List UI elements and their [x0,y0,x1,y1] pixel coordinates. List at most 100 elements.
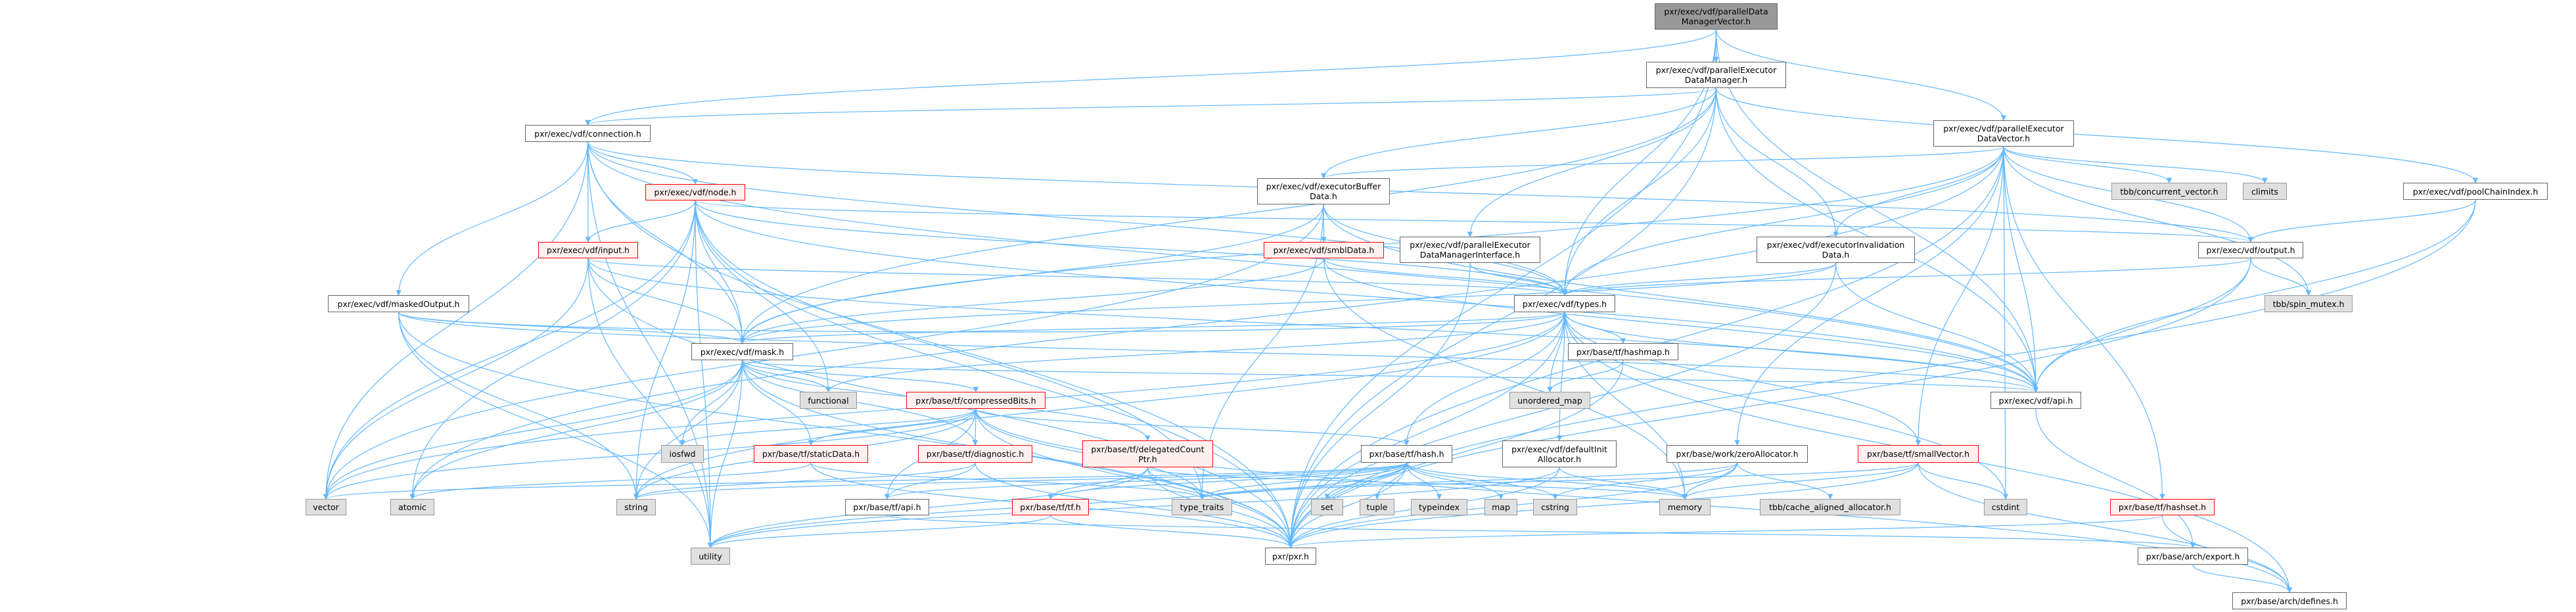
graph-node-masked[interactable]: pxr/exec/vdf/maskedOutput.h [328,295,469,312]
edge-dv-to-types [1561,146,2004,296]
graph-node-vapi[interactable]: pxr/exec/vdf/api.h [1990,392,2081,409]
edge-dv-to-zero [1734,146,2004,446]
graph-node-string: string [616,499,656,515]
edge-hash-to-tfapi [885,462,1408,500]
graph-node-diag[interactable]: pxr/base/tf/diagnostic.h [918,445,1032,463]
edge-diag-to-tfapi [884,462,976,500]
graph-node-pool[interactable]: pxr/exec/vdf/poolChainIndex.h [2403,183,2548,200]
graph-node-atomic: atomic [390,499,434,515]
edge-mask-to-static [741,360,814,446]
edge-hashmap-to-umap [1547,360,1624,392]
edge-dv-to-vapi [2003,146,2039,392]
edge-dm-to-dmi [1467,87,1717,237]
graph-node-hashset[interactable]: pxr/base/tf/hashset.h [2110,499,2215,515]
edge-export-to-defines [2192,564,2293,593]
graph-node-deleg[interactable]: pxr/base/tf/delegatedCount Ptr.h [1082,440,1213,467]
graph-node-dv[interactable]: pxr/exec/vdf/parallelExecutor DataVector… [1933,120,2074,147]
edge-svec-to-defines [1918,462,2293,593]
edge-conn-to-types [587,141,1568,296]
edge-dinit-to-utility [707,467,1560,548]
graph-node-tfapi[interactable]: pxr/base/tf/api.h [845,499,929,515]
edge-dv-to-atomic [409,146,2004,500]
edge-mask-to-iosfwd [679,360,743,446]
edge-ebd-to-vector [323,204,1324,500]
edge-input-to-vapi [587,258,2039,392]
edge-input-to-vector [323,258,589,500]
edge-dm-to-mask [739,87,1717,344]
edge-svec-to-tt [1199,462,1919,500]
edge-deleg-to-memory [1147,467,1688,500]
edge-dm-to-types [1561,87,1717,296]
graph-node-cbits[interactable]: pxr/base/tf/compressedBits.h [906,392,1046,409]
edge-dv-to-cvec [2003,146,2173,183]
edge-masked-to-string [398,312,639,500]
graph-node-mask[interactable]: pxr/exec/vdf/mask.h [691,343,793,360]
edge-node-to-vapi [695,200,2039,392]
edge-mask-to-diag [741,360,978,446]
graph-node-cstring: cstring [1533,499,1577,515]
graph-node-defines[interactable]: pxr/base/arch/defines.h [2232,592,2347,609]
edge-dv-to-spin [2003,146,2312,296]
graph-node-node[interactable]: pxr/exec/vdf/node.h [645,184,745,200]
graph-node-memory: memory [1659,499,1711,515]
edge-node-to-types [695,200,1568,296]
edge-input-to-types [587,258,1567,296]
graph-node-conn[interactable]: pxr/exec/vdf/connection.h [525,125,651,142]
edge-zero-to-cstring [1552,462,1738,500]
graph-node-input[interactable]: pxr/exec/vdf/input.h [538,242,638,258]
edge-hash-to-vector [323,462,1408,500]
edge-dm-to-pool [1715,87,2479,183]
graph-node-static[interactable]: pxr/base/tf/staticData.h [754,445,868,463]
graph-node-ebd[interactable]: pxr/exec/vdf/executorBuffer Data.h [1257,178,1390,204]
edge-dm-to-pxr [1287,87,1717,548]
graph-node-inval[interactable]: pxr/exec/vdf/executorInvalidation Data.h [1757,237,1915,263]
graph-node-typeindex: typeindex [1411,499,1467,515]
edge-pool-to-vapi [2033,199,2476,392]
edge-mask-to-cbits [741,360,979,392]
edge-inval-to-types [1561,262,1837,296]
edge-svec-to-pxr [1287,462,1919,548]
edge-conn-to-vector [323,141,589,500]
graph-node-root[interactable]: pxr/exec/vdf/parallelData ManagerVector.… [1655,3,1778,30]
edge-zero-to-tbbcache [1736,462,1833,500]
graph-node-pxr[interactable]: pxr/pxr.h [1265,548,1316,565]
edge-cbits-to-hash [975,408,1410,446]
edge-hash-to-pxr [1287,462,1408,548]
graph-node-cvec: tbb/concurrent_vector.h [2111,183,2227,200]
graph-node-export[interactable]: pxr/base/arch/export.h [2138,548,2248,565]
edge-mask-to-utility [707,360,743,548]
edge-dv-to-inval [1833,146,2004,237]
graph-node-dmi[interactable]: pxr/exec/vdf/parallelExecutor DataManage… [1400,237,1540,263]
graph-node-map: map [1484,499,1517,515]
edge-node-to-vector [323,200,696,500]
graph-node-climits: climits [2243,183,2287,200]
edge-conn-to-utility [587,141,714,548]
graph-node-tfh[interactable]: pxr/base/tf/tf.h [1012,499,1089,515]
edge-types-to-svec [1564,312,1921,446]
edge-output-to-pxr [1287,258,2251,548]
edge-cbits-to-vector [323,408,977,500]
edge-svec-to-cstdint [1918,462,2009,500]
edge-root-to-conn [585,29,1717,126]
edge-dv-to-ebd [1321,146,2004,179]
edge-dm-to-ebd [1320,87,1717,179]
graph-node-iosfwd: iosfwd [661,445,704,463]
edge-types-to-mask [739,312,1565,344]
graph-node-types[interactable]: pxr/exec/vdf/types.h [1514,295,1615,312]
graph-node-smbl[interactable]: pxr/exec/vdf/smblData.h [1264,242,1384,258]
graph-node-dm[interactable]: pxr/exec/vdf/parallelExecutor DataManage… [1646,62,1786,88]
edge-output-to-vapi [2033,258,2251,392]
graph-node-set: set [1311,499,1343,515]
edge-node-to-mask [695,200,745,344]
graph-node-tuple: tuple [1360,499,1394,515]
graph-node-dinit[interactable]: pxr/exec/vdf/defaultInit Allocator.h [1502,440,1617,467]
graph-node-zero[interactable]: pxr/base/work/zeroAllocator.h [1667,445,1808,463]
edge-conn-to-masked [396,141,589,296]
graph-node-svec[interactable]: pxr/base/tf/smallVector.h [1858,445,1979,463]
graph-node-hash[interactable]: pxr/base/tf/hash.h [1361,445,1452,463]
graph-node-output[interactable]: pxr/exec/vdf/output.h [2198,242,2303,258]
graph-node-vector: vector [306,499,346,515]
edge-dv-to-hashset [2003,146,2165,500]
graph-node-hashmap[interactable]: pxr/base/tf/hashmap.h [1568,343,1678,360]
edge-types-to-functional [825,312,1565,392]
